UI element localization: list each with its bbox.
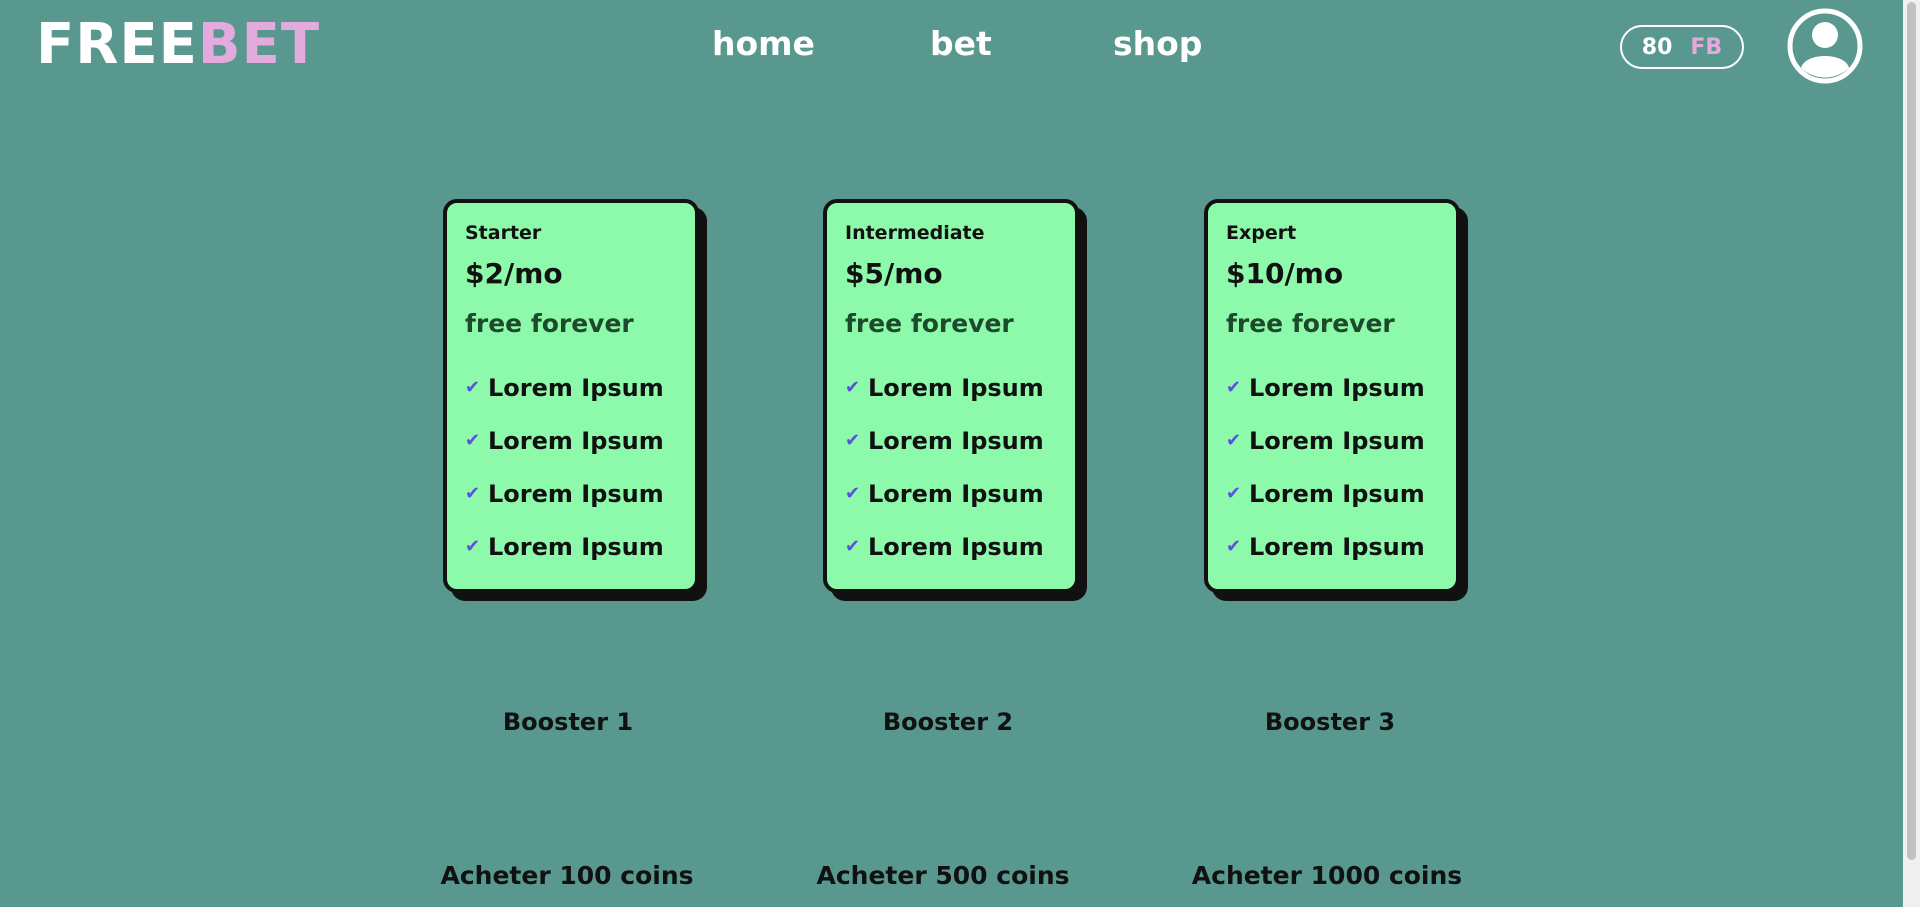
check-icon: ✔ (465, 377, 481, 398)
buy-100-coins-button[interactable]: Acheter 100 coins (397, 861, 737, 890)
check-icon: ✔ (465, 430, 481, 451)
plan-feature: ✔ Lorem Ipsum (465, 520, 677, 573)
plan-card-starter[interactable]: Starter $2/mo free forever ✔ Lorem Ipsum … (443, 199, 707, 601)
plan-feature-label: Lorem Ipsum (488, 426, 664, 455)
user-avatar-icon[interactable] (1787, 8, 1863, 84)
check-icon: ✔ (465, 483, 481, 504)
coin-balance-badge: 80 FB (1620, 25, 1744, 69)
nav-shop-link[interactable]: shop (1113, 24, 1203, 63)
check-icon: ✔ (845, 430, 861, 451)
plan-feature-label: Lorem Ipsum (1249, 532, 1425, 561)
logo-part-bet: BET (197, 12, 321, 77)
freebet-logo[interactable]: FREEBET (36, 12, 320, 78)
check-icon: ✔ (465, 536, 481, 557)
plan-feature-label: Lorem Ipsum (488, 479, 664, 508)
plan-card-body: Starter $2/mo free forever ✔ Lorem Ipsum … (443, 199, 699, 593)
plan-feature: ✔ Lorem Ipsum (1226, 467, 1438, 520)
plan-feature: ✔ Lorem Ipsum (465, 467, 677, 520)
plan-tier: Intermediate (845, 222, 985, 244)
plan-tier: Expert (1226, 222, 1297, 244)
plan-card-body: Expert $10/mo free forever ✔ Lorem Ipsum … (1204, 199, 1460, 593)
plan-feature-label: Lorem Ipsum (488, 373, 664, 402)
plan-feature-label: Lorem Ipsum (868, 532, 1044, 561)
plan-price: $5/mo (845, 257, 943, 290)
buy-500-coins-button[interactable]: Acheter 500 coins (773, 861, 1113, 890)
plan-feature: ✔ Lorem Ipsum (1226, 414, 1438, 467)
plan-card-intermediate[interactable]: Intermediate $5/mo free forever ✔ Lorem I… (823, 199, 1087, 601)
nav-home-link[interactable]: home (712, 24, 815, 63)
plan-feature: ✔ Lorem Ipsum (1226, 361, 1438, 414)
plan-note: free forever (1226, 309, 1395, 338)
plan-feature-label: Lorem Ipsum (868, 373, 1044, 402)
check-icon: ✔ (845, 377, 861, 398)
plan-feature: ✔ Lorem Ipsum (465, 414, 677, 467)
plan-feature-list: ✔ Lorem Ipsum ✔ Lorem Ipsum ✔ Lorem Ipsum ✔… (845, 361, 1057, 573)
check-icon: ✔ (845, 483, 861, 504)
plan-note: free forever (845, 309, 1014, 338)
plan-feature: ✔ Lorem Ipsum (845, 467, 1057, 520)
plan-feature-list: ✔ Lorem Ipsum ✔ Lorem Ipsum ✔ Lorem Ipsum ✔… (465, 361, 677, 573)
vertical-scrollbar[interactable] (1903, 0, 1920, 907)
plan-feature-list: ✔ Lorem Ipsum ✔ Lorem Ipsum ✔ Lorem Ipsum ✔… (1226, 361, 1438, 573)
booster-3-title: Booster 3 (1264, 708, 1396, 736)
booster-1-title: Booster 1 (502, 708, 634, 736)
plan-feature-label: Lorem Ipsum (1249, 479, 1425, 508)
plan-card-expert[interactable]: Expert $10/mo free forever ✔ Lorem Ipsum … (1204, 199, 1468, 601)
plan-card-body: Intermediate $5/mo free forever ✔ Lorem I… (823, 199, 1079, 593)
check-icon: ✔ (1226, 430, 1242, 451)
plan-price: $2/mo (465, 257, 563, 290)
nav-bet-link[interactable]: bet (930, 24, 992, 63)
plan-feature: ✔ Lorem Ipsum (845, 361, 1057, 414)
balance-amount: 80 (1641, 34, 1673, 60)
plan-feature-label: Lorem Ipsum (1249, 426, 1425, 455)
check-icon: ✔ (1226, 536, 1242, 557)
plan-feature-label: Lorem Ipsum (868, 426, 1044, 455)
check-icon: ✔ (1226, 377, 1242, 398)
plan-feature: ✔ Lorem Ipsum (1226, 520, 1438, 573)
balance-unit: FB (1690, 34, 1723, 60)
plan-feature-label: Lorem Ipsum (1249, 373, 1425, 402)
check-icon: ✔ (845, 536, 861, 557)
booster-2-title: Booster 2 (882, 708, 1014, 736)
plan-feature: ✔ Lorem Ipsum (465, 361, 677, 414)
plan-feature-label: Lorem Ipsum (868, 479, 1044, 508)
plan-feature: ✔ Lorem Ipsum (845, 520, 1057, 573)
buy-1000-coins-button[interactable]: Acheter 1000 coins (1157, 861, 1497, 890)
plan-note: free forever (465, 309, 634, 338)
check-icon: ✔ (1226, 483, 1242, 504)
plan-feature: ✔ Lorem Ipsum (845, 414, 1057, 467)
scrollbar-thumb[interactable] (1907, 2, 1916, 860)
plan-price: $10/mo (1226, 257, 1344, 290)
logo-part-free: FREE (36, 12, 198, 77)
plan-tier: Starter (465, 222, 542, 244)
plan-feature-label: Lorem Ipsum (488, 532, 664, 561)
